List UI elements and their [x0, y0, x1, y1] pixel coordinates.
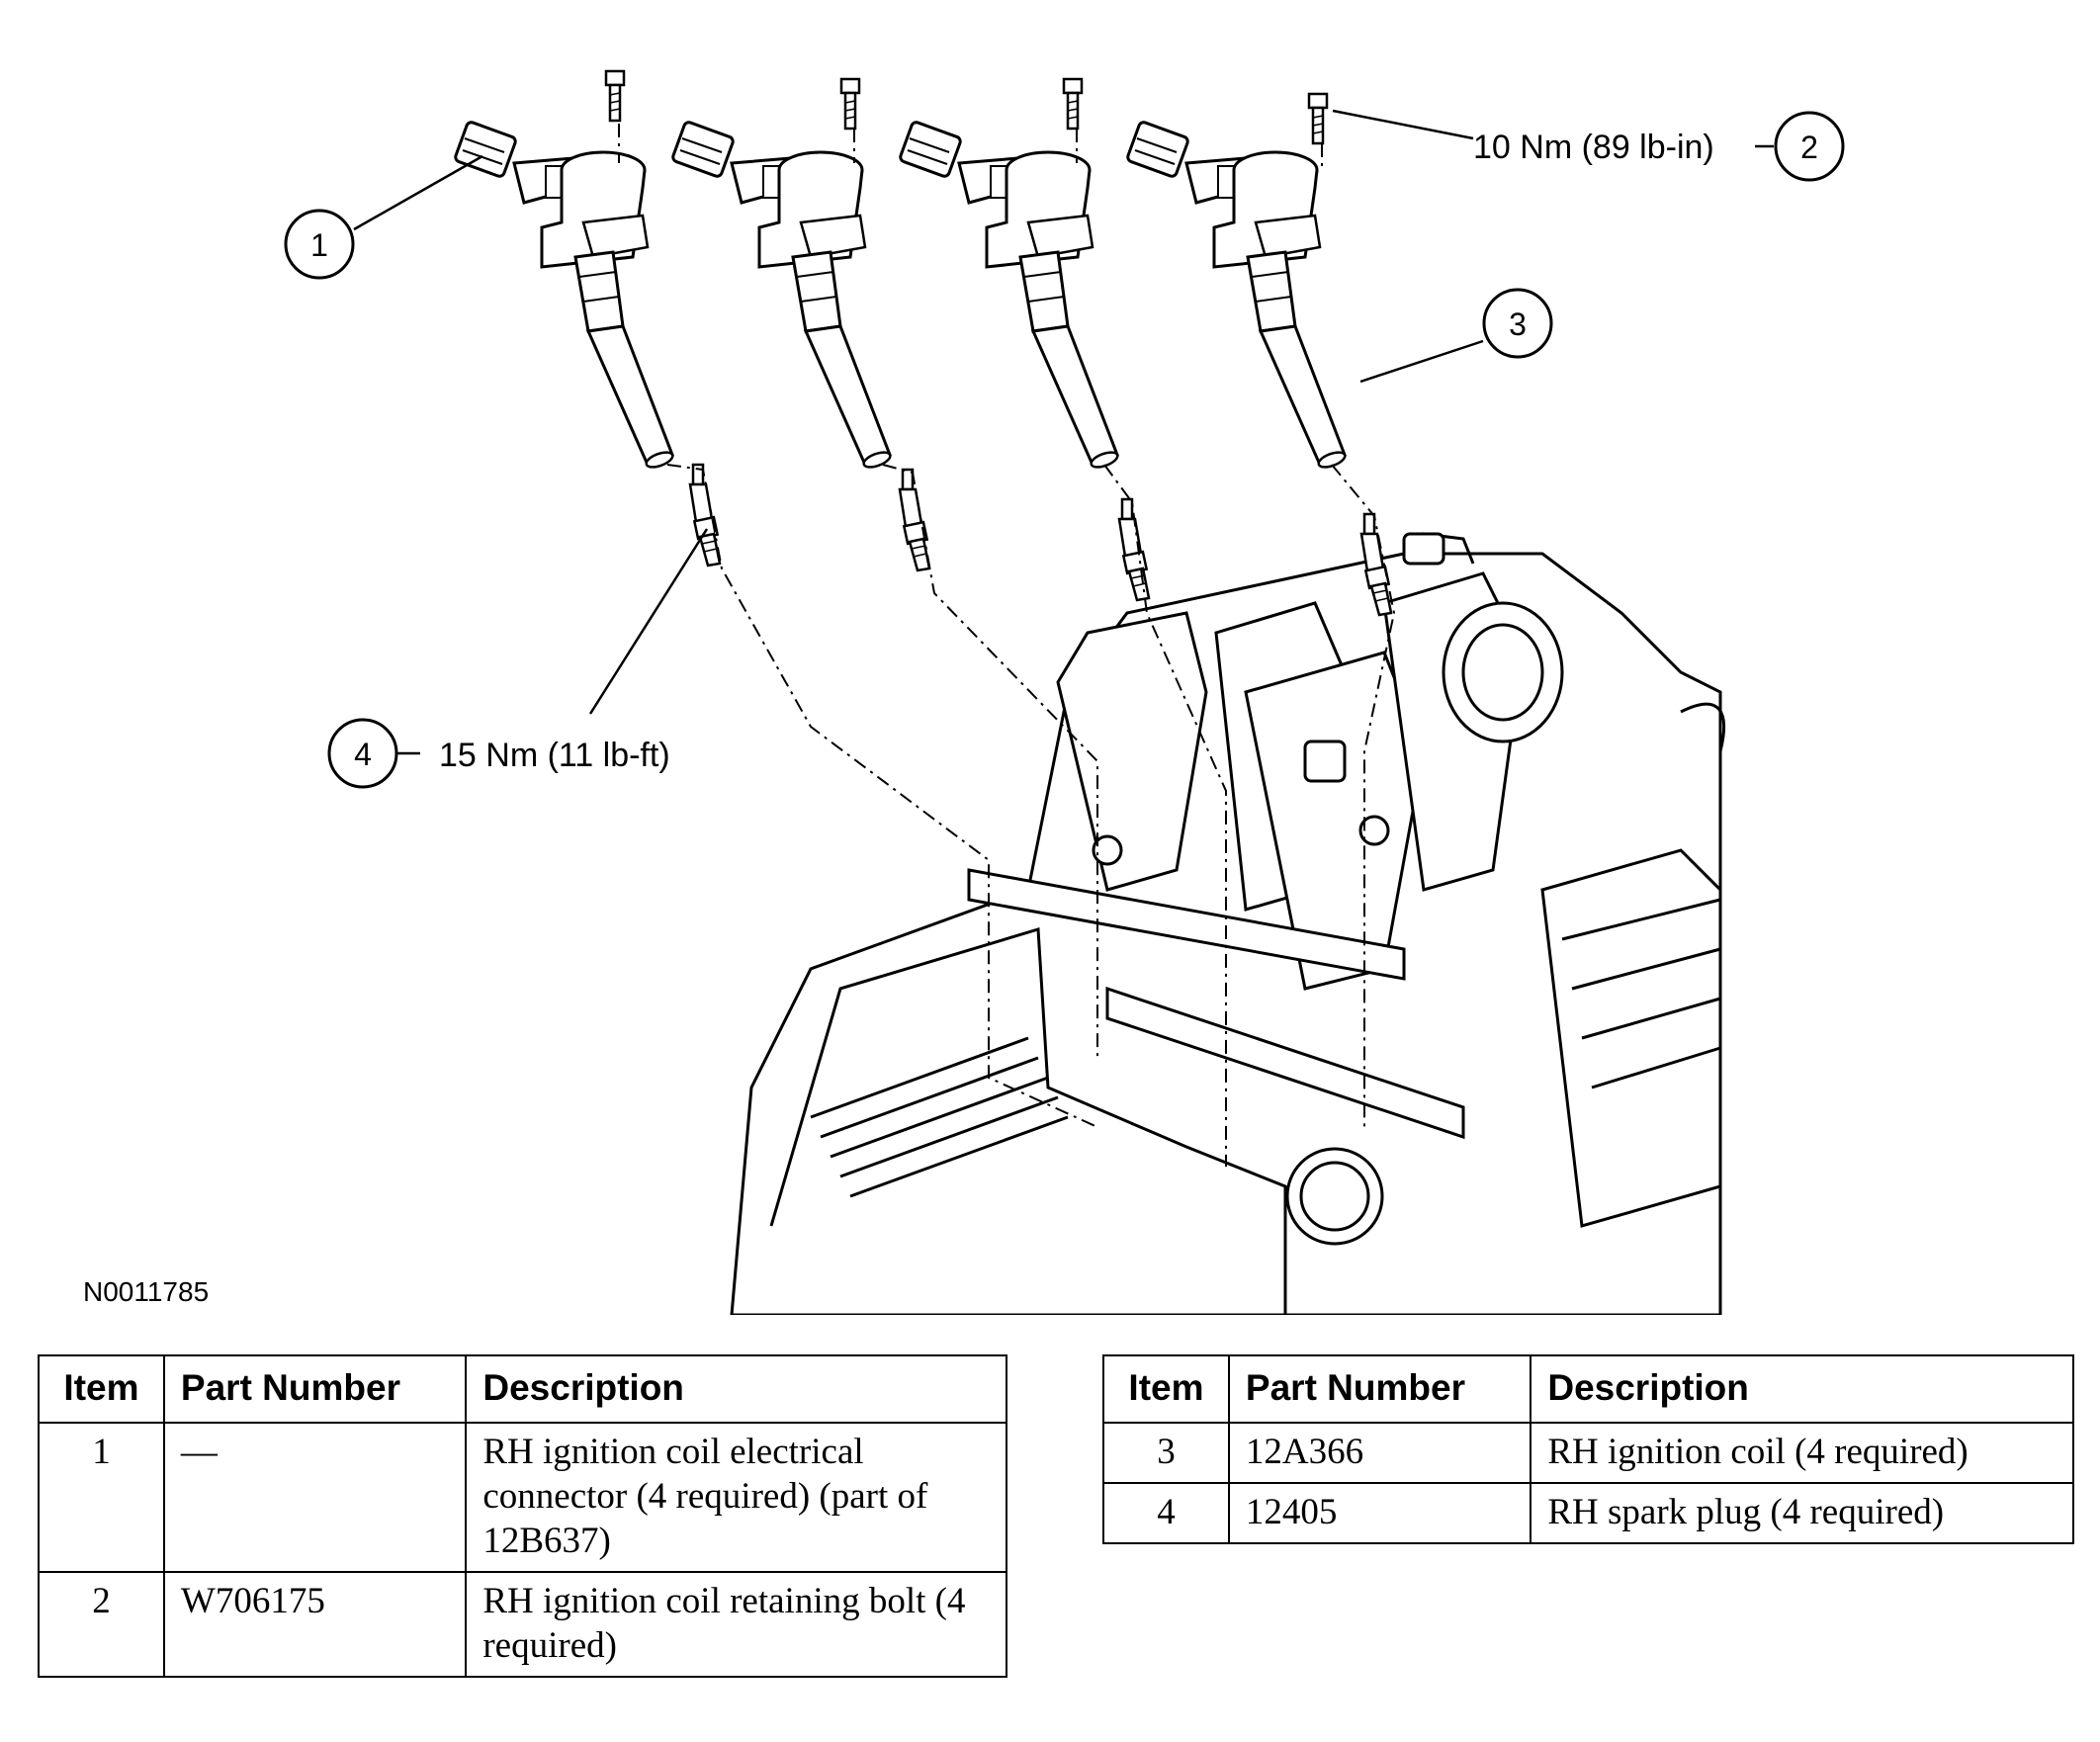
- header-description: Description: [1530, 1354, 2074, 1424]
- row-part-number: —: [162, 1422, 468, 1573]
- header-description: Description: [465, 1354, 1007, 1424]
- ignition-coil-1: [452, 119, 676, 472]
- parts-table-right: Item Part Number Description 3 12A366 RH…: [1102, 1354, 2074, 1544]
- row-item: 4: [1102, 1482, 1230, 1544]
- coil-bolt-3: [1062, 77, 1084, 131]
- row-item: 2: [38, 1571, 165, 1678]
- row-description: RH ignition coil (4 required): [1530, 1422, 2074, 1484]
- spark-plug-2: [898, 468, 931, 572]
- callout-3-number: 3: [1509, 306, 1527, 342]
- header-part-number: Part Number: [162, 1354, 468, 1424]
- header-part-number: Part Number: [1227, 1354, 1532, 1424]
- callout-4-number: 4: [354, 737, 372, 772]
- table-row: 4 12405 RH spark plug (4 required): [1102, 1482, 2074, 1544]
- row-part-number: 12A366: [1227, 1422, 1532, 1484]
- figure-id: N0011785: [83, 1276, 209, 1307]
- header-item: Item: [38, 1354, 165, 1424]
- ignition-coil-4: [1124, 119, 1349, 472]
- row-description: RH ignition coil retaining bolt (4 requi…: [465, 1571, 1007, 1678]
- coil-bolt-1: [604, 69, 626, 123]
- callout-4: 4 15 Nm (11 lb-ft): [327, 528, 709, 789]
- row-part-number: W706175: [162, 1571, 468, 1678]
- table-row: 3 12A366 RH ignition coil (4 required): [1102, 1422, 2074, 1484]
- coil-bolt-4: [1307, 92, 1329, 145]
- callout-1-number: 1: [310, 227, 328, 263]
- row-description: RH spark plug (4 required): [1530, 1482, 2074, 1544]
- ignition-coil-3: [897, 119, 1121, 472]
- row-part-number: 12405: [1227, 1482, 1532, 1544]
- table-header-row: Item Part Number Description: [38, 1354, 1007, 1424]
- callout-2-number: 2: [1800, 130, 1818, 165]
- exploded-view-diagram: 1 10 Nm (89 lb-in) 2 3 4 15 Nm (11 lb-ft…: [83, 69, 1845, 1315]
- callout-4-torque: 15 Nm (11 lb-ft): [439, 737, 670, 774]
- row-item: 1: [38, 1422, 165, 1573]
- callout-2-torque: 10 Nm (89 lb-in): [1473, 129, 1714, 166]
- parts-table-left: Item Part Number Description 1 — RH igni…: [38, 1354, 1007, 1678]
- table-header-row: Item Part Number Description: [1102, 1354, 2074, 1424]
- ignition-coil-2: [669, 119, 894, 472]
- table-row: 2 W706175 RH ignition coil retaining bol…: [38, 1571, 1007, 1678]
- table-row: 1 — RH ignition coil electrical connecto…: [38, 1422, 1007, 1573]
- callout-2: 10 Nm (89 lb-in) 2: [1332, 109, 1845, 182]
- header-item: Item: [1102, 1354, 1230, 1424]
- callout-3: 3: [1359, 288, 1553, 384]
- coil-bolt-2: [839, 77, 861, 131]
- row-description: RH ignition coil electrical connector (4…: [465, 1422, 1007, 1573]
- engine-intake-manifold: [730, 532, 1726, 1315]
- row-item: 3: [1102, 1422, 1230, 1484]
- callout-1: 1: [284, 154, 483, 280]
